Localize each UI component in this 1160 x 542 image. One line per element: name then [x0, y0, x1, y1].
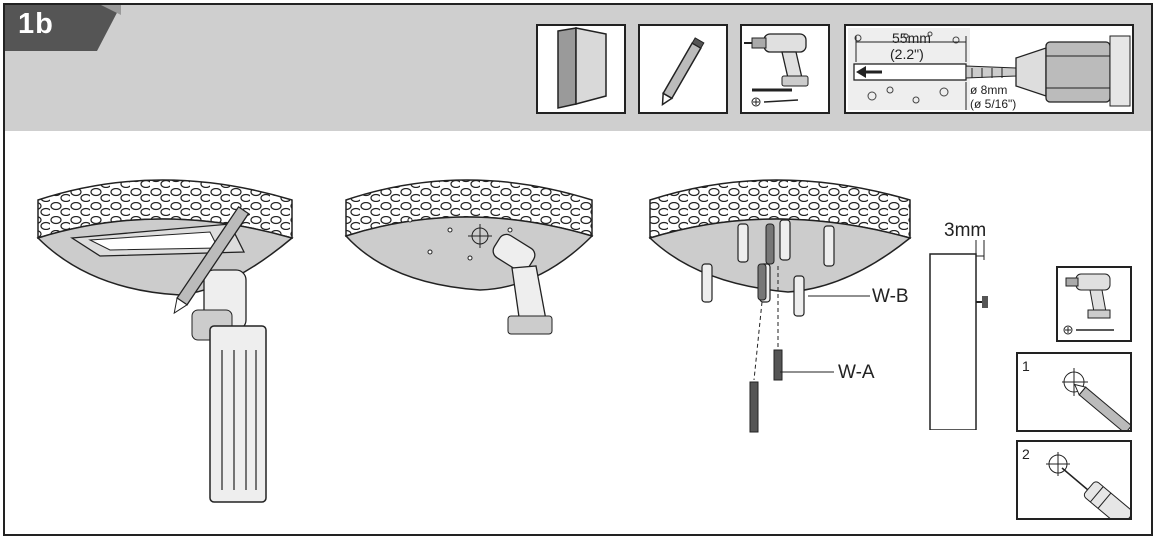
screw-part-label: W-A: [838, 362, 875, 384]
gap-clearance-diagram: [920, 240, 1000, 430]
ceiling-drilling-illustration: [340, 160, 610, 350]
drill-bit-icon: [1056, 266, 1132, 342]
bracket-marking-illustration: [30, 160, 320, 510]
drill-icon: [740, 24, 830, 114]
bit-metric-label: ø 8mm: [970, 84, 1007, 97]
sub-step-drill: 2: [1016, 440, 1132, 520]
drill-spec-diagram: 55mm (2.2") ø 8mm (ø 5/16"): [844, 24, 1134, 114]
gap-label: 3mm: [944, 220, 986, 242]
depth-imperial-label: (2.2"): [890, 48, 924, 61]
pencil-icon: [638, 24, 728, 114]
depth-metric-label: 55mm: [892, 32, 931, 45]
wall-material-icon: [536, 24, 626, 114]
bit-imperial-label: (ø 5/16"): [970, 98, 1016, 111]
anchor-part-label: W-B: [872, 286, 909, 308]
step-label: 1b: [18, 8, 54, 41]
sub-step-mark: 1: [1016, 352, 1132, 432]
